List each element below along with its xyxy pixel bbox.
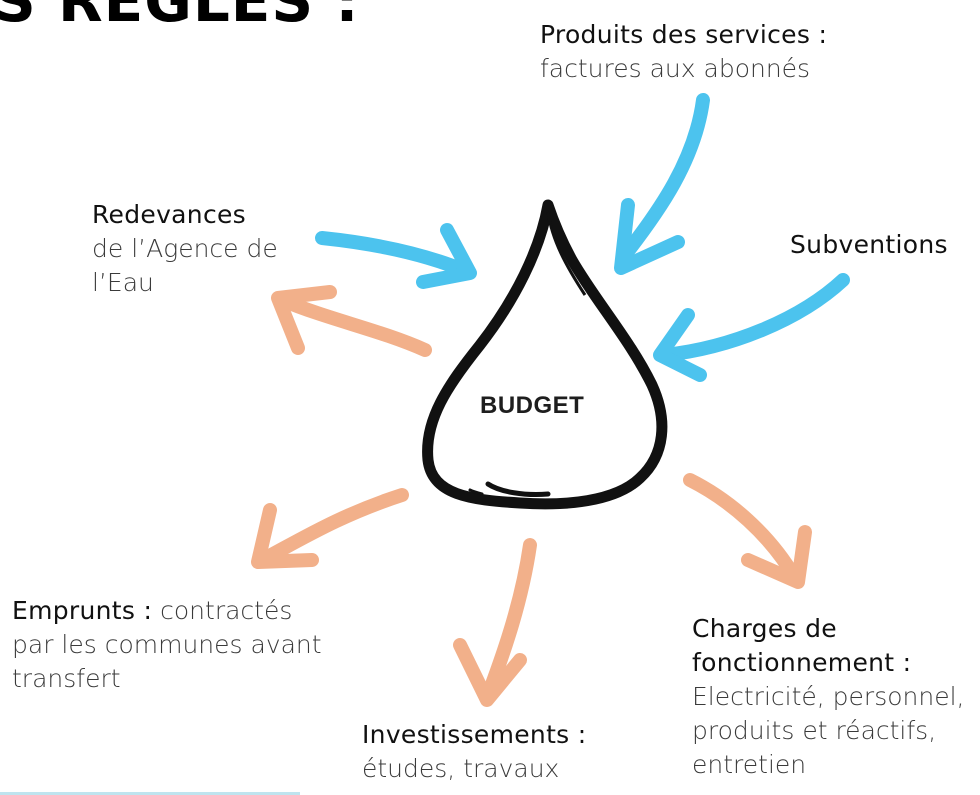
arrow-emprunts-head: [251, 503, 319, 569]
arrow-redevances-in-head: [416, 223, 477, 289]
charges-desc-1: Electricité, personnel,: [692, 682, 965, 711]
arrow-produits: [618, 93, 710, 262]
inflow-arrows: [315, 93, 850, 382]
redevances-desc-1: de l’Agence de: [92, 234, 278, 263]
label-produits: Produits des services : factures aux abo…: [540, 18, 827, 86]
outflow-arrows: [251, 285, 812, 707]
investissements-desc: études, travaux: [362, 754, 560, 783]
arrow-charges: [683, 473, 802, 585]
charges-desc-3: entretien: [692, 750, 807, 779]
charges-head-1: Charges de: [692, 614, 837, 643]
emprunts-desc-1: par les communes avant: [12, 630, 322, 659]
label-investissements: Investissements : études, travaux: [362, 718, 586, 786]
investissements-head: Investissements :: [362, 720, 587, 749]
arrow-investissements-head: [453, 638, 527, 707]
redevances-head: Redevances: [92, 200, 246, 229]
arrow-subventions: [658, 273, 850, 362]
arrow-investissements: [481, 538, 537, 702]
emprunts-desc-2: transfert: [12, 664, 121, 693]
emprunts-head: Emprunts :: [12, 596, 153, 625]
arrow-charges-head: [741, 525, 812, 589]
bottom-divider: [0, 792, 300, 795]
emprunts-desc-inline: contractés: [160, 596, 293, 625]
arrow-redevances-out: [275, 293, 432, 357]
arrow-redevances-in: [315, 231, 475, 279]
arrow-redevances-out-head: [271, 285, 337, 355]
water-drop: [422, 199, 668, 510]
label-redevances: Redevances de l’Agence de l’Eau: [92, 198, 278, 300]
arrow-emprunts: [255, 488, 409, 567]
charges-desc-2: produits et réactifs,: [692, 716, 937, 745]
label-charges: Charges de fonctionnement : Electricité,…: [692, 612, 964, 782]
arrow-produits-head: [614, 198, 685, 275]
budget-label: BUDGET: [480, 392, 585, 419]
produits-head: Produits des services :: [540, 20, 828, 49]
charges-head-2: fonctionnement :: [692, 648, 912, 677]
arrow-subventions-head: [653, 308, 707, 382]
label-subventions: Subventions: [790, 228, 948, 262]
redevances-desc-2: l’Eau: [92, 268, 154, 297]
subventions-head: Subventions: [790, 230, 948, 259]
label-emprunts: Emprunts : contractés par les communes a…: [12, 594, 322, 696]
page-heading: S RÈGLES :: [0, 0, 360, 35]
produits-desc: factures aux abonnés: [540, 54, 811, 83]
